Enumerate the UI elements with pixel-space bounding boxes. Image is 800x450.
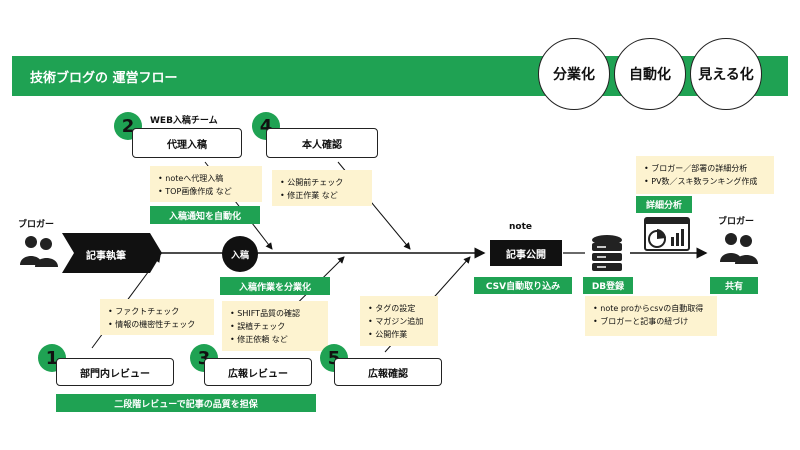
note-line: • 修正作業 など [280, 191, 338, 200]
start-label: 記事執筆 [86, 251, 126, 262]
note-analysis: • ブロガー／部署の詳細分析 • PV数／スキ数ランキング作成 [636, 156, 774, 194]
publish-platform-label: note [509, 222, 532, 232]
step-3-box: 広報レビュー [204, 358, 312, 386]
note-line: • PV数／スキ数ランキング作成 [644, 177, 758, 186]
step-4-box: 本人確認 [266, 128, 378, 158]
tag-csv: CSV自動取り込み [474, 277, 572, 294]
note-step-2: • noteへ代理入稿 • TOP画像作成 など [150, 166, 262, 202]
note-step-3: • SHIFT品質の確認 • 誤植チェック • 修正依頼 など [222, 301, 328, 351]
note-line: • マガジン追加 [368, 317, 424, 326]
users-icon [20, 236, 58, 267]
actor-right-label: ブロガー [718, 217, 755, 227]
tag-split: 入稿作業を分業化 [220, 277, 330, 295]
step-2-box: 代理入稿 [132, 128, 242, 158]
note-line: • 情報の機密性チェック [108, 320, 196, 329]
input-node: 入稿 [222, 236, 258, 272]
note-step-4: • 公開前チェック • 修正作業 など [272, 170, 372, 206]
start-chevron [62, 233, 162, 273]
step-1-box: 部門内レビュー [56, 358, 174, 386]
note-line: • 誤植チェック [230, 322, 286, 331]
page-title: 技術ブログの 運営フロー [30, 71, 178, 86]
badge-mieruka: 見える化 [690, 38, 762, 110]
tag-share: 共有 [710, 277, 758, 294]
dashboard-icon [644, 217, 690, 251]
publish-box: 記事公開 [490, 240, 562, 266]
note-line: • 公開作業 [368, 330, 408, 339]
database-icon [592, 235, 622, 271]
note-step-1: • ファクトチェック • 情報の機密性チェック [100, 299, 214, 335]
users-icon [720, 233, 758, 264]
step-5-box: 広報確認 [334, 358, 442, 386]
tag-analysis: 詳細分析 [636, 196, 692, 213]
tag-notify: 入稿通知を自動化 [150, 206, 260, 224]
actor-left-label: ブロガー [18, 220, 55, 230]
note-db: • note proからcsvの自動取得 • ブロガーと記事の紐づけ [585, 296, 717, 336]
step-2-number: 2 [114, 112, 142, 140]
note-line: • 公開前チェック [280, 178, 344, 187]
note-line: • noteへ代理入稿 [158, 174, 224, 183]
tag-db: DB登録 [583, 277, 633, 294]
note-line: • SHIFT品質の確認 [230, 309, 301, 318]
note-line: • ブロガー／部署の詳細分析 [644, 164, 748, 173]
note-line: • 修正依頼 など [230, 335, 288, 344]
badge-bungyo: 分業化 [538, 38, 610, 110]
note-line: • ファクトチェック [108, 307, 180, 316]
note-step-5: • タグの設定 • マガジン追加 • 公開作業 [360, 296, 438, 346]
tag-review: 二段階レビューで記事の品質を担保 [56, 394, 316, 412]
note-line: • タグの設定 [368, 304, 416, 313]
note-line: • ブロガーと記事の紐づけ [593, 317, 689, 326]
badge-jidoka: 自動化 [614, 38, 686, 110]
note-line: • note proからcsvの自動取得 [593, 304, 704, 313]
note-line: • TOP画像作成 など [158, 187, 232, 196]
step-2-team: WEB入稿チーム [150, 116, 218, 126]
